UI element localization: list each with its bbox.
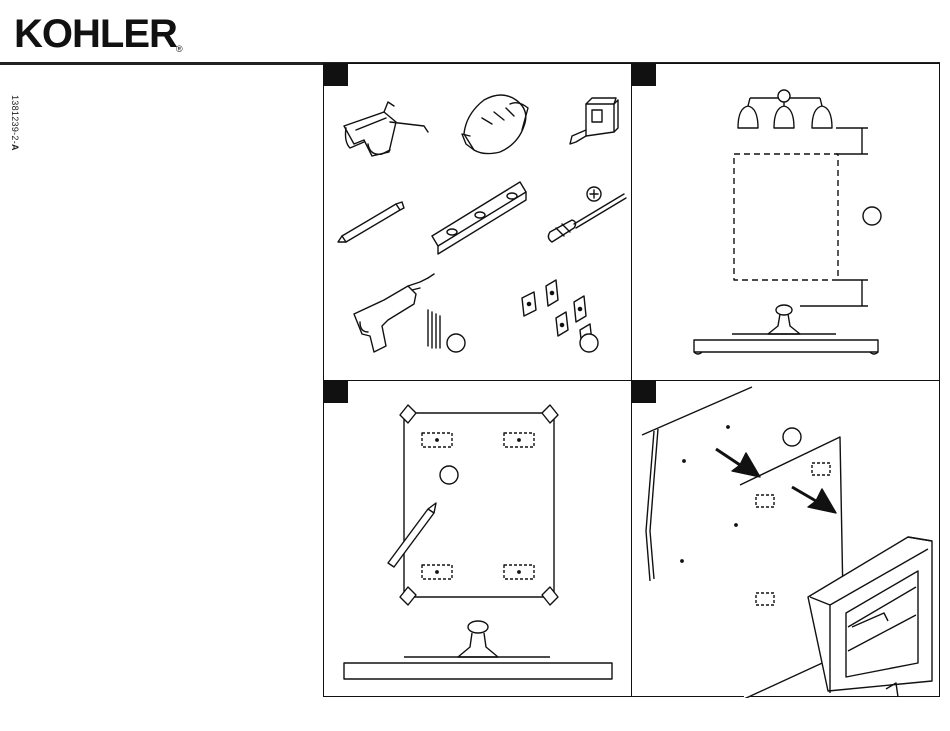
wall-edge (642, 387, 752, 435)
arrow-1 (716, 449, 740, 465)
tools-illustration (324, 64, 633, 382)
vanity-top-icon (694, 334, 878, 354)
tape-measure-icon (570, 98, 618, 144)
cabinet-outline (734, 154, 838, 280)
safety-glasses-icon (344, 102, 428, 156)
marking-illustration (324, 381, 633, 698)
document-number-prefix: 1381239-2- (10, 95, 20, 144)
panel-mounting (631, 380, 940, 697)
step-tab-3 (324, 381, 348, 403)
step-tab-2 (632, 64, 656, 86)
panel-placement (631, 63, 940, 381)
panel-marking (323, 380, 632, 697)
callout-circle-4 (440, 466, 458, 484)
kohler-logo: KOHLER (14, 14, 177, 54)
document-number: 1381239-2-A (10, 95, 20, 151)
light-fixture-icon (738, 90, 832, 128)
template-sheet (404, 413, 554, 597)
gloves-icon (462, 95, 528, 154)
instruction-panels (323, 63, 940, 697)
faucet-icon-2 (458, 621, 498, 657)
drill-bits-icon (428, 310, 440, 348)
callout-circle-3 (863, 207, 881, 225)
placement-illustration (632, 64, 941, 382)
screwdriver-icon (548, 187, 626, 242)
document-number-suffix: A (10, 144, 20, 151)
drill-icon (354, 274, 434, 352)
arrow-1-head (732, 453, 760, 477)
registered-mark: ® (176, 44, 183, 54)
panel-tools (323, 63, 632, 381)
pencil-icon (338, 202, 404, 242)
step-tab-1 (324, 64, 348, 86)
callout-circle-5 (783, 428, 801, 446)
level-icon (432, 182, 526, 254)
faucet-icon (768, 305, 800, 334)
mounting-illustration (632, 381, 941, 698)
dimension-line-bottom (800, 280, 868, 306)
vanity-top-icon-2 (344, 663, 612, 679)
step-tab-4 (632, 381, 656, 403)
callout-circle-2 (580, 334, 598, 352)
dimension-line-top (836, 128, 868, 154)
callout-circle-1 (447, 334, 465, 352)
